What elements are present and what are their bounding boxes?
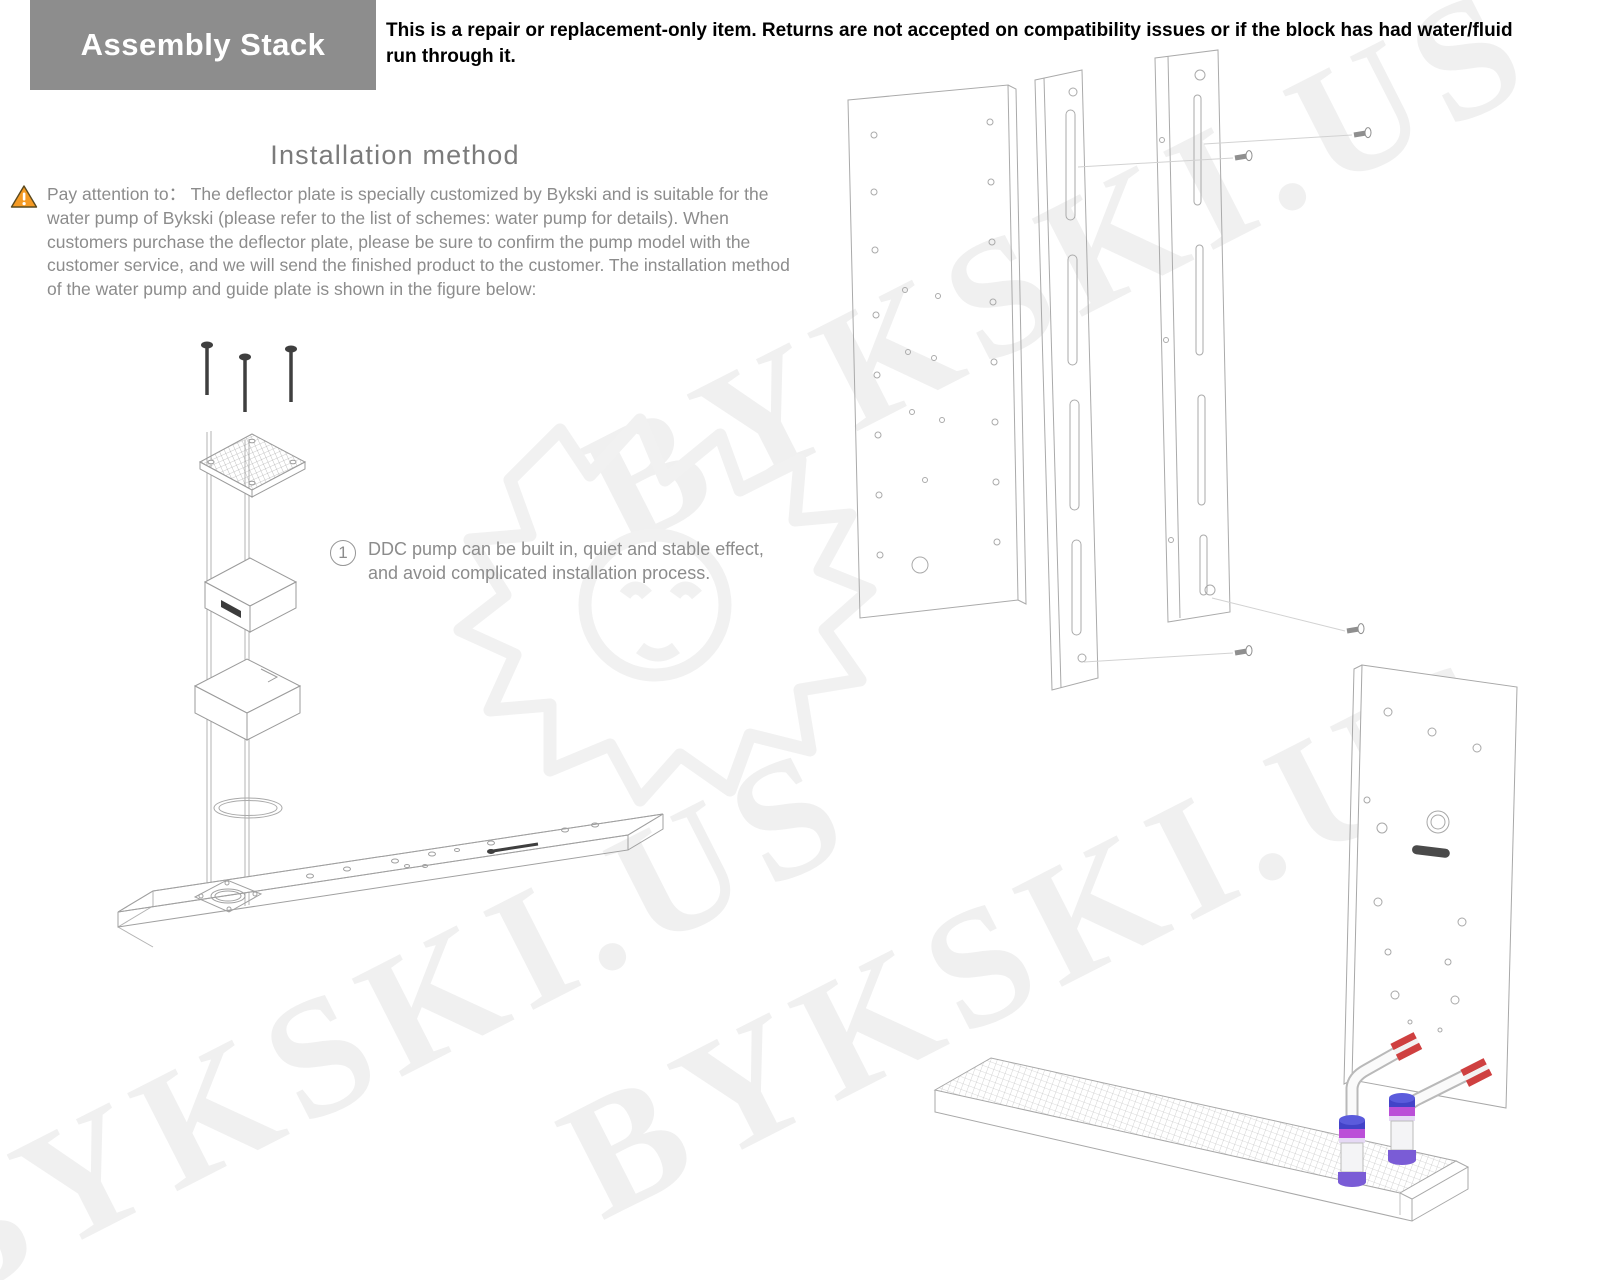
- warning-note: Pay attention to： The deflector plate is…: [10, 183, 800, 302]
- brand-label-pill: [221, 600, 241, 618]
- step-1-note: 1 DDC pump can be built in, quiet and st…: [330, 538, 780, 586]
- fitting-a: [1338, 1115, 1366, 1187]
- page-title: Assembly Stack: [30, 0, 376, 90]
- brand-label-pill: [1412, 845, 1450, 858]
- base-plate: [117, 813, 664, 948]
- disclaimer-text: This is a repair or replacement-only ite…: [386, 20, 1513, 67]
- exploded-ddc-pump-stack-diagram: [117, 341, 664, 948]
- plate-holes: [870, 118, 1001, 574]
- middle-bracket: [1034, 69, 1099, 691]
- installation-method-heading: Installation method: [270, 140, 520, 170]
- plate-holes: [1363, 707, 1482, 1033]
- plate-holes: [306, 822, 599, 879]
- loose-screw: [487, 842, 539, 854]
- spacer-housing: [193, 658, 302, 741]
- radiator-plate-fittings-diagram: [933, 664, 1518, 1222]
- step-1-text: DDC pump can be built in, quiet and stab…: [368, 539, 764, 583]
- o-ring: [213, 797, 283, 819]
- rgb-fittings: [1338, 1093, 1416, 1187]
- warning-text: Pay attention to： The deflector plate is…: [47, 184, 790, 300]
- right-bracket: [1154, 49, 1231, 623]
- radiator: [933, 1057, 1470, 1222]
- fitting-b: [1388, 1093, 1416, 1165]
- distro-plate-front: [847, 84, 1027, 619]
- red-collar-fittings: [1390, 1032, 1493, 1087]
- warning-icon: [10, 185, 38, 208]
- assembly-screws: [1077, 127, 1372, 663]
- pump-housing: [203, 557, 298, 633]
- pump-mount-pad: [193, 879, 263, 913]
- fin-plate: [198, 433, 307, 498]
- step-1-number-badge: 1: [330, 540, 356, 566]
- mounting-screws: [201, 341, 297, 412]
- side-plate: [1343, 664, 1518, 1109]
- distro-plate-brackets-exploded-diagram: [847, 49, 1372, 691]
